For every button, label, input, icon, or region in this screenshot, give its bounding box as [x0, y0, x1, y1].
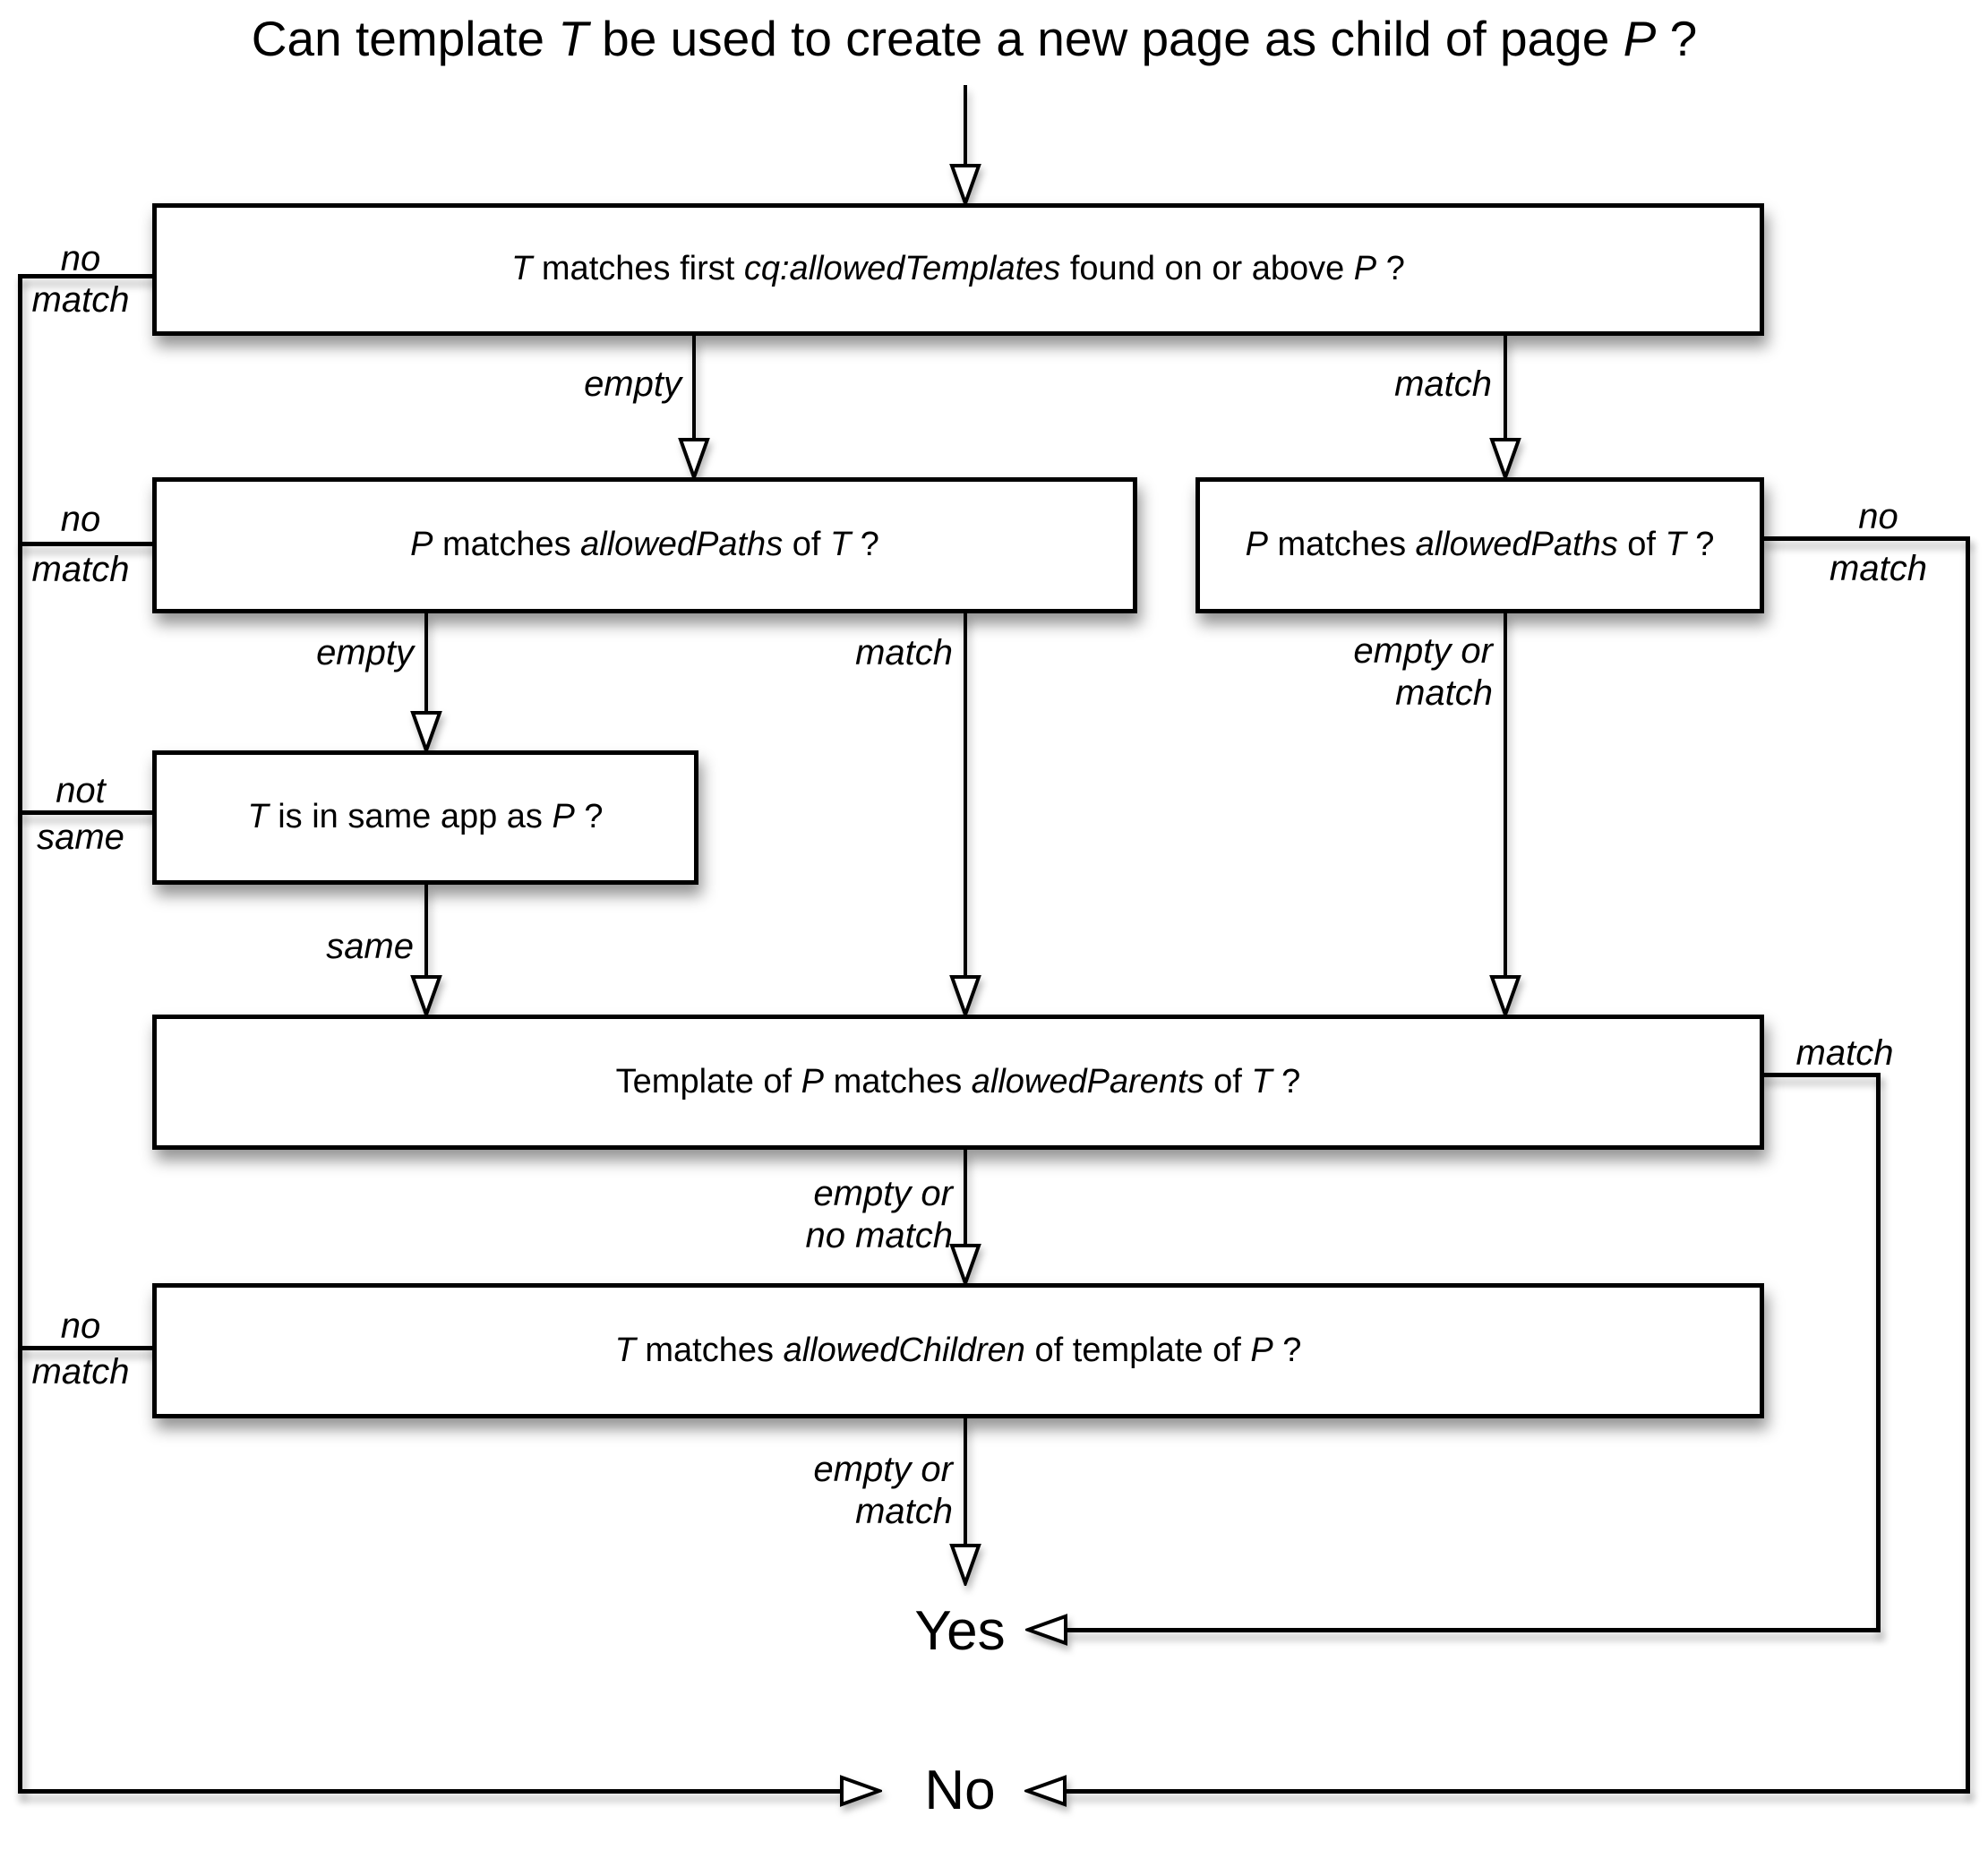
- edge-b2-match-line: [964, 612, 967, 976]
- edge-label-same-same: same: [37, 818, 124, 857]
- edge-b4-down-line: [964, 1150, 967, 1245]
- edge-label-b4-match: match: [1795, 1033, 1894, 1073]
- diagram-title: Can template T be used to create a new p…: [251, 11, 1698, 66]
- arrow-left-icon: [1025, 1614, 1067, 1646]
- edge-b5-no-match-stub: [18, 1346, 157, 1350]
- edge-label-b3-match: match: [1829, 549, 1927, 588]
- node-allowed-paths-right-label: P matches allowedPaths of T ?: [1245, 526, 1715, 564]
- edge-label-same-branch: same: [326, 927, 414, 966]
- arrow-left-icon: [1024, 1775, 1067, 1807]
- edge-label-b5-no: no: [60, 1306, 101, 1346]
- edge-label-b5-match: match: [31, 1352, 130, 1392]
- edge-label-b4-empty-or-no-match: empty or no match: [711, 1173, 953, 1257]
- edge-same-not-same-stub: [18, 810, 157, 815]
- terminal-yes: Yes: [914, 1600, 1006, 1662]
- node-allowed-paths-right: P matches allowedPaths of T ?: [1195, 477, 1764, 613]
- edge-label-b2-match-branch: match: [855, 633, 953, 672]
- node-same-app-label: T is in same app as P ?: [247, 798, 604, 836]
- node-allowed-children: T matches allowedChildren of template of…: [152, 1283, 1764, 1418]
- terminal-no: No: [924, 1760, 996, 1821]
- arrow-down-icon: [949, 1244, 981, 1286]
- edge-no-left-horizontal: [18, 1789, 843, 1794]
- node-allowed-parents-label: Template of P matches allowedParents of …: [615, 1062, 1301, 1101]
- arrow-down-icon: [678, 438, 710, 480]
- arrow-down-icon: [1489, 975, 1521, 1017]
- arrow-down-icon: [949, 1544, 981, 1586]
- edge-right-rail-line: [1966, 536, 1970, 1794]
- edge-yes-horizontal: [1066, 1628, 1881, 1632]
- edge-label-b1-match-branch: match: [1394, 364, 1492, 404]
- edge-label-b1-empty: empty: [584, 364, 681, 404]
- node-allowed-paths-left-label: P matches allowedPaths of T ?: [410, 526, 879, 564]
- edge-b1-no-match-stub: [18, 274, 157, 278]
- edge-label-b2-no: no: [60, 500, 101, 539]
- arrow-down-icon: [410, 711, 442, 753]
- edge-b2-no-match-stub: [18, 542, 157, 546]
- node-allowed-children-label: T matches allowedChildren of template of…: [614, 1331, 1302, 1369]
- node-same-app: T is in same app as P ?: [152, 750, 698, 885]
- edge-label-b3-no: no: [1858, 497, 1898, 536]
- node-allowed-parents: Template of P matches allowedParents of …: [152, 1015, 1764, 1150]
- arrow-down-icon: [1489, 438, 1521, 480]
- arrow-down-icon: [410, 975, 442, 1017]
- edge-left-rail-line: [18, 274, 22, 1794]
- edge-label-line: match: [855, 1492, 953, 1531]
- arrow-down-icon: [949, 975, 981, 1017]
- edge-no-right-horizontal: [1065, 1789, 1970, 1794]
- arrow-down-icon: [949, 164, 981, 206]
- edge-label-same-not: not: [56, 771, 106, 810]
- edge-b4-match-horizontal: [1761, 1073, 1881, 1077]
- edge-label-b3-empty-or-match: empty or match: [1251, 630, 1493, 715]
- edge-label-b1-no: no: [60, 239, 101, 278]
- edge-label-line: empty or: [1353, 631, 1493, 671]
- edge-start-line: [964, 85, 967, 167]
- edge-b2-empty-line: [424, 612, 428, 712]
- edge-label-b2-empty: empty: [316, 633, 414, 672]
- edge-b3-down-line: [1504, 612, 1507, 976]
- edge-b1-empty-line: [692, 336, 696, 441]
- edge-b1-match-line: [1504, 336, 1507, 441]
- edge-label-line: match: [1395, 673, 1493, 713]
- edge-b3-no-match-horizontal: [1761, 536, 1970, 541]
- arrow-right-icon: [840, 1775, 882, 1807]
- edge-label-b5-empty-or-match: empty or match: [711, 1449, 953, 1533]
- edge-b5-down-line: [964, 1418, 967, 1545]
- edge-label-line: no match: [805, 1216, 953, 1255]
- node-allowed-templates: T matches first cq:allowedTemplates foun…: [152, 203, 1764, 336]
- edge-label-line: empty or: [813, 1174, 953, 1213]
- edge-same-down-line: [424, 885, 428, 976]
- edge-label-line: empty or: [813, 1450, 953, 1489]
- edge-label-b2-match: match: [31, 550, 130, 589]
- node-allowed-paths-left: P matches allowedPaths of T ?: [152, 477, 1137, 613]
- node-allowed-templates-label: T matches first cq:allowedTemplates foun…: [511, 250, 1405, 288]
- edge-label-b1-match: match: [31, 280, 130, 320]
- edge-yes-rail-line: [1876, 1073, 1881, 1632]
